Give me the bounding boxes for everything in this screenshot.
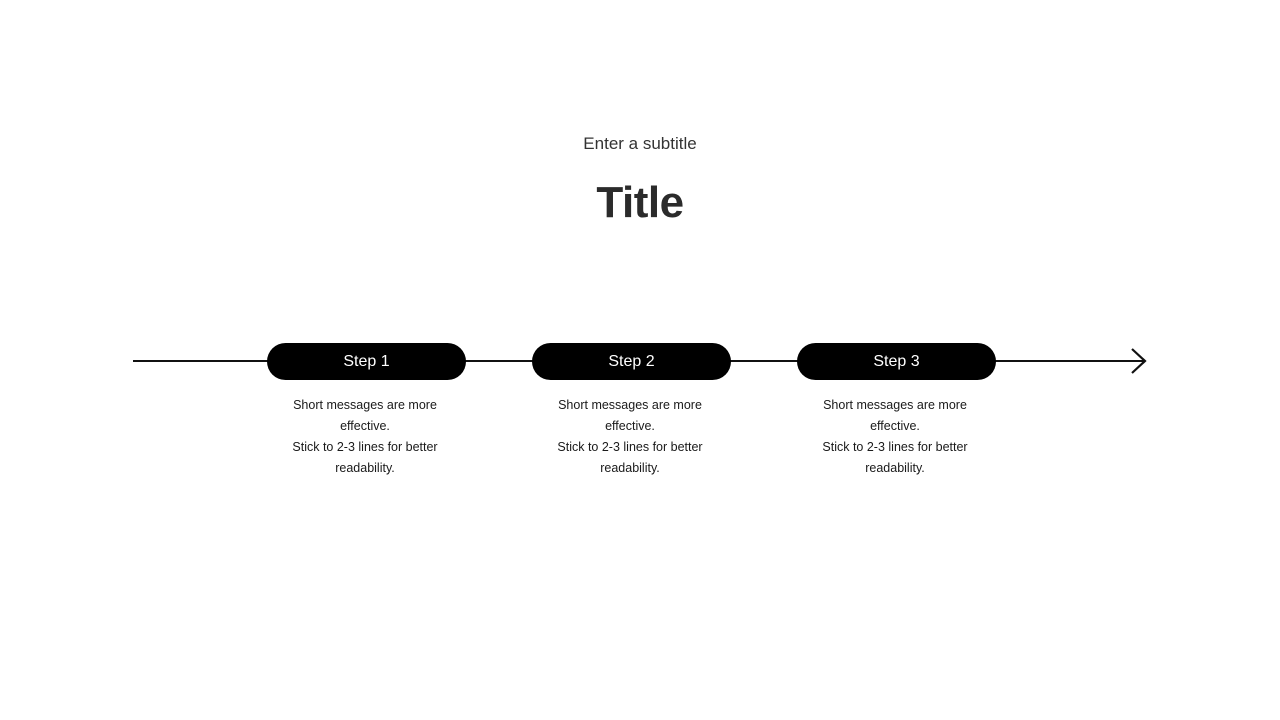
step-3-desc-line2: Stick to 2-3 lines for better readabilit… (822, 440, 968, 475)
step-2-desc-line2: Stick to 2-3 lines for better readabilit… (557, 440, 703, 475)
step-1-label: Step 1 (343, 352, 390, 370)
step-3-label: Step 3 (873, 352, 920, 370)
step-2-description: Short messages are more effective. Stick… (530, 395, 730, 479)
step-3-desc-line1: Short messages are more effective. (823, 398, 967, 433)
step-3-description: Short messages are more effective. Stick… (795, 395, 995, 479)
step-2-label: Step 2 (608, 352, 655, 370)
step-1-description: Short messages are more effective. Stick… (265, 395, 465, 479)
step-1-desc-line1: Short messages are more effective. (293, 398, 437, 433)
step-3-pill: Step 3 (797, 343, 996, 380)
step-2-desc-line1: Short messages are more effective. (558, 398, 702, 433)
arrow-right-icon (1131, 348, 1147, 374)
step-2-pill: Step 2 (532, 343, 731, 380)
page-title: Title (596, 178, 684, 227)
step-1-pill: Step 1 (267, 343, 466, 380)
subtitle: Enter a subtitle (583, 134, 697, 153)
step-1-desc-line2: Stick to 2-3 lines for better readabilit… (292, 440, 438, 475)
